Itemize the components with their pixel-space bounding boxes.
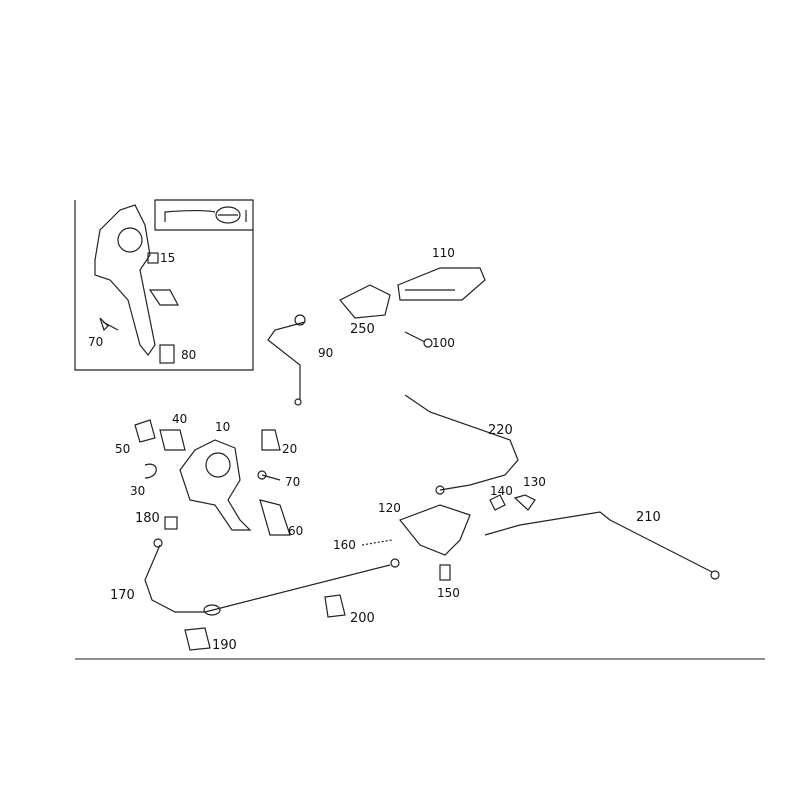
- label-70-inset: 70: [88, 335, 104, 349]
- label-170: 170: [110, 588, 135, 603]
- inset-frame: [74, 199, 254, 371]
- label-90: 90: [318, 346, 334, 360]
- label-120: 120: [378, 501, 401, 515]
- label-15: 15: [160, 251, 176, 265]
- small-parts: [184, 494, 536, 651]
- cable-220: [404, 394, 519, 495]
- label-110: 110: [432, 246, 455, 260]
- part-110: [397, 267, 486, 301]
- cable-170: [144, 538, 400, 616]
- label-100: 100: [432, 336, 455, 350]
- label-210: 210: [636, 510, 661, 525]
- label-10: 10: [215, 420, 231, 434]
- label-190: 190: [212, 638, 237, 653]
- cable-90: [267, 314, 306, 406]
- part-250-250: [339, 284, 391, 319]
- label-40: 40: [172, 412, 188, 426]
- label-60: 60: [288, 524, 304, 538]
- cable-210: [484, 511, 720, 580]
- label-20: 20: [282, 442, 298, 456]
- label-150: 150: [437, 586, 460, 600]
- bracket-120: [399, 504, 471, 556]
- label-140: 140: [490, 484, 513, 498]
- label-220: 220: [488, 423, 513, 438]
- label-70: 70: [285, 475, 301, 489]
- label-80: 80: [181, 348, 197, 362]
- label-250: 250: [350, 322, 375, 337]
- label-50: 50: [115, 442, 131, 456]
- label-130: 130: [523, 475, 546, 489]
- label-30: 30: [130, 484, 146, 498]
- screw-100: [404, 331, 433, 348]
- main-pedal-10: [134, 419, 291, 536]
- label-160: 160: [333, 538, 356, 552]
- label-200: 200: [350, 611, 375, 626]
- pedal-assembly-inset: [94, 204, 179, 364]
- label-180: 180: [135, 511, 160, 526]
